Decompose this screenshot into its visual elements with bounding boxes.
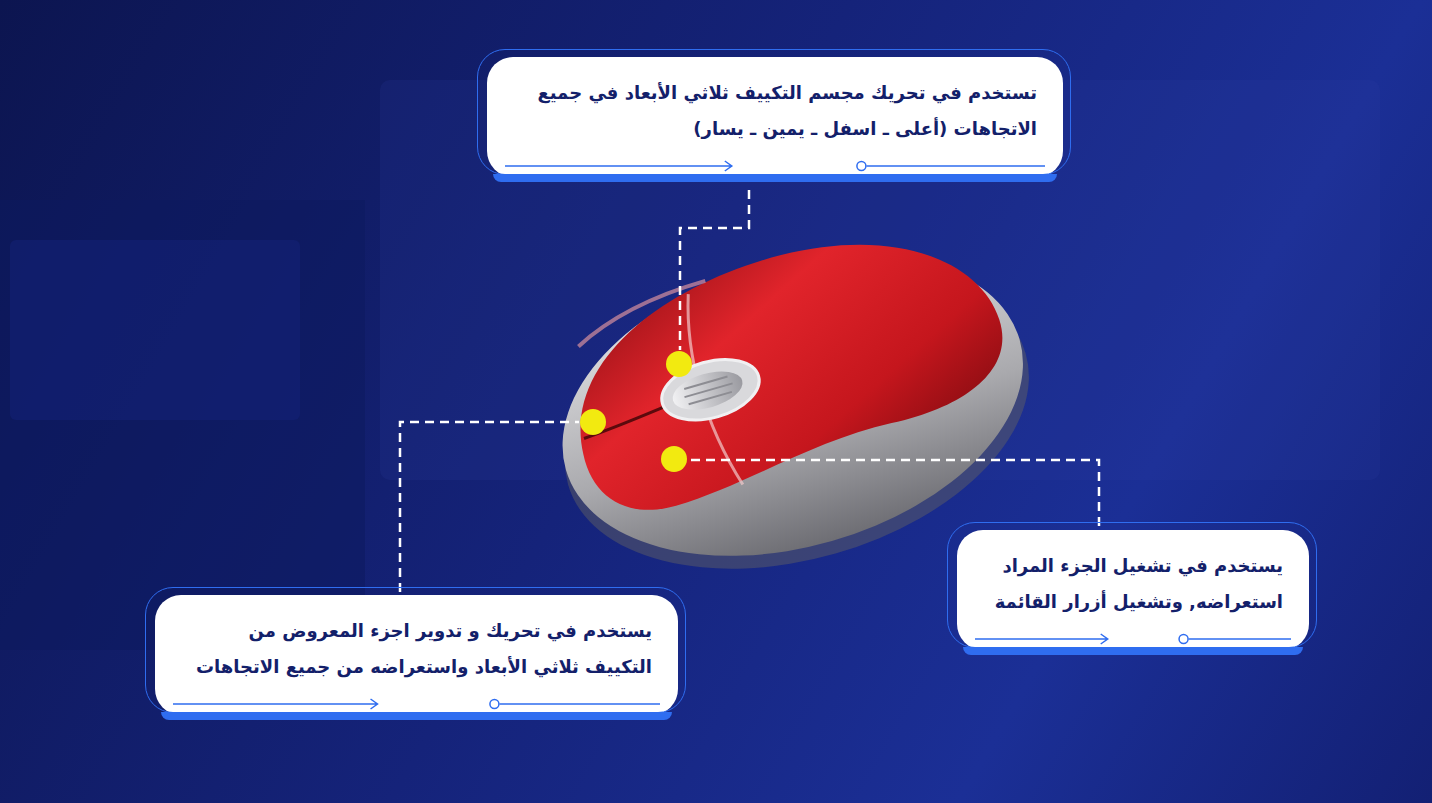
decor-line [173,697,660,711]
decor-line [505,159,1045,173]
background-panel [0,200,365,650]
callout-text: يستخدم في تحريك و تدوير اجزء المعروض من … [181,613,652,685]
marker-dot [580,351,692,472]
background-panel [10,240,300,420]
callout-text: تستخدم في تحريك مجسم التكييف ثلاثي الأبع… [513,75,1037,147]
callout-box: يستخدم في تحريك و تدوير اجزء المعروض من … [155,595,678,715]
callout-box: يستخدم في تشغيل الجزء المراد استعراضه, و… [957,530,1309,650]
callout-text: يستخدم في تشغيل الجزء المراد استعراضه, و… [983,548,1283,620]
callout-box: تستخدم في تحريك مجسم التكييف ثلاثي الأبع… [487,57,1063,177]
decor-line [975,632,1291,646]
